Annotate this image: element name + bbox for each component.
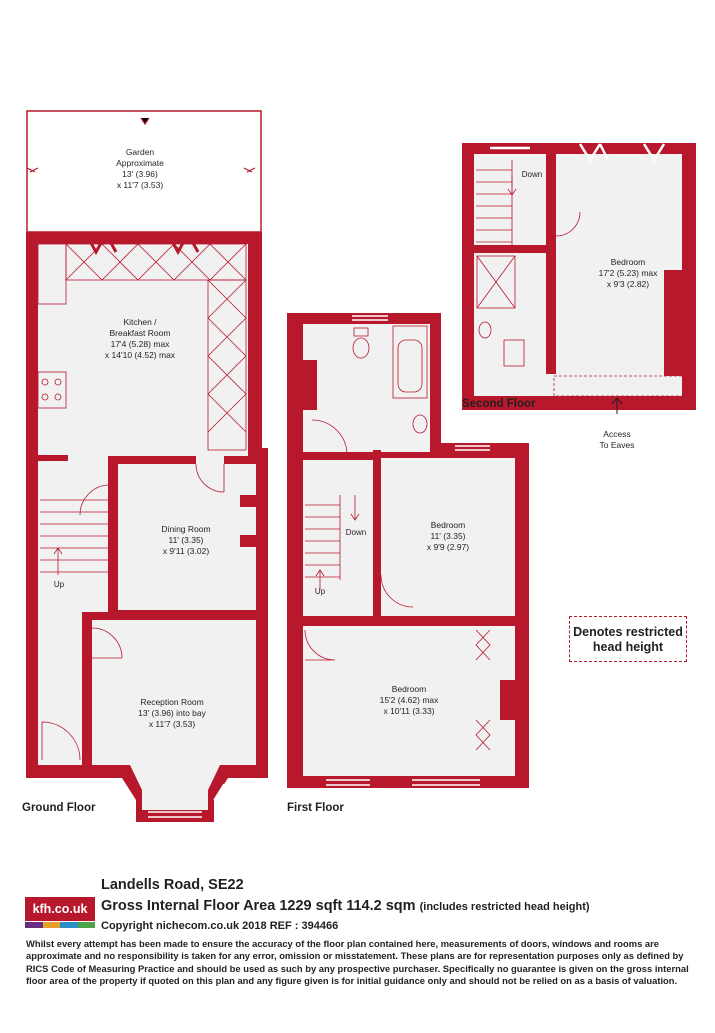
logo-stripe-orange <box>42 922 60 928</box>
first-front-bedroom-label-0: Bedroom <box>392 684 427 694</box>
reception-label-2: x 11'7 (3.53) <box>149 719 196 729</box>
kitchen-label-2: 17'4 (5.28) max <box>111 339 171 349</box>
ground-stairs-up-label: Up <box>54 580 65 589</box>
second-bedroom-label-0: Bedroom <box>611 257 646 267</box>
first-stairs-up-label: Up <box>315 587 326 596</box>
second-landing-floor <box>474 154 546 374</box>
second-floor-label: Second Floor <box>462 398 536 410</box>
first-front-bedroom-floor <box>303 626 515 776</box>
kitchen-label-0: Kitchen / <box>123 317 157 327</box>
access-label-0: Access <box>603 429 630 439</box>
floor-area-text: Gross Internal Floor Area 1229 sqft 114.… <box>101 898 416 914</box>
kitchen-label-3: x 14'10 (4.52) max <box>105 350 176 360</box>
ground-floor-label: Ground Floor <box>22 802 96 814</box>
garden-area <box>26 110 262 233</box>
first-internal-walls <box>303 360 515 720</box>
skylights <box>490 143 666 163</box>
second-bedroom-label-1: 17'2 (5.23) max <box>599 268 659 278</box>
first-windows <box>326 315 490 786</box>
first-back-bedroom-label-0: Bedroom <box>431 520 466 530</box>
garden-edges <box>26 117 256 173</box>
bay-windows <box>123 783 225 818</box>
logo-stripe-purple <box>25 922 43 928</box>
second-bedroom-floor <box>556 154 682 396</box>
property-address: Landells Road, SE22 <box>101 877 244 893</box>
first-floor-label: First Floor <box>287 802 344 814</box>
garden-label-1: Approximate <box>116 158 164 168</box>
second-eaves-floor <box>474 374 682 396</box>
logo-stripe-green <box>77 922 95 928</box>
garden-label-2: 13' (3.96) <box>122 169 158 179</box>
reception-floor <box>92 620 256 765</box>
first-front-bedroom-label-1: 15'2 (4.62) max <box>380 695 440 705</box>
bathroom-floor <box>303 324 430 452</box>
floor-area: Gross Internal Floor Area 1229 sqft 114.… <box>101 898 590 914</box>
disclaimer: Whilst every attempt has been made to en… <box>26 938 689 986</box>
bathroom-fixtures <box>352 325 428 434</box>
restricted-height-zone <box>553 375 685 397</box>
bay-floor <box>130 765 220 810</box>
second-bedroom-label-2: x 9'3 (2.82) <box>607 279 649 289</box>
logo-text: kfh.co.uk <box>25 897 95 921</box>
reception-label-0: Reception Room <box>140 697 203 707</box>
reception-label-1: 13' (3.96) into bay <box>138 708 207 718</box>
first-stairs-down-label: Down <box>346 528 366 537</box>
floor-area-note: (includes restricted head height) <box>419 901 590 913</box>
first-back-bedroom-floor <box>381 458 515 616</box>
dining-label-1: 11' (3.35) <box>168 535 203 545</box>
access-label-1: To Eaves <box>600 440 635 450</box>
ground-doors <box>41 463 225 761</box>
first-stairs <box>305 495 360 590</box>
first-back-bedroom-label-1: 11' (3.35) <box>430 531 465 541</box>
landing-floor <box>303 452 373 618</box>
bifold-doors <box>84 230 200 256</box>
ground-internal-walls <box>38 455 258 772</box>
first-front-bedroom-label-2: x 10'11 (3.33) <box>383 706 434 716</box>
second-internal-walls <box>474 154 682 376</box>
logo-stripe-blue <box>60 922 78 928</box>
kitchen-worktops <box>37 243 247 451</box>
restricted-height-legend: Denotes restricted head height <box>569 616 687 662</box>
garden-label-0: Garden <box>126 147 155 157</box>
second-stairs-down-label: Down <box>522 170 542 179</box>
ground-stairs <box>40 499 108 575</box>
copyright: Copyright nichecom.co.uk 2018 REF : 3944… <box>101 920 339 932</box>
eaves-access-arrow <box>611 397 623 414</box>
second-stairs <box>476 160 581 245</box>
dining-label-0: Dining Room <box>161 524 210 534</box>
kitchen-label-1: Breakfast Room <box>110 328 171 338</box>
second-shower-room <box>476 255 525 367</box>
kfh-logo: kfh.co.uk <box>25 897 95 929</box>
first-doors <box>304 419 491 751</box>
first-back-bedroom-label-2: x 9'9 (2.97) <box>427 542 469 552</box>
legend-line-1: head height <box>592 640 664 654</box>
garden-label-3: x 11'7 (3.53) <box>117 180 164 190</box>
dining-label-2: x 9'11 (3.02) <box>163 546 210 556</box>
legend-line-0: Denotes restricted <box>573 625 683 639</box>
dining-floor <box>118 460 256 610</box>
